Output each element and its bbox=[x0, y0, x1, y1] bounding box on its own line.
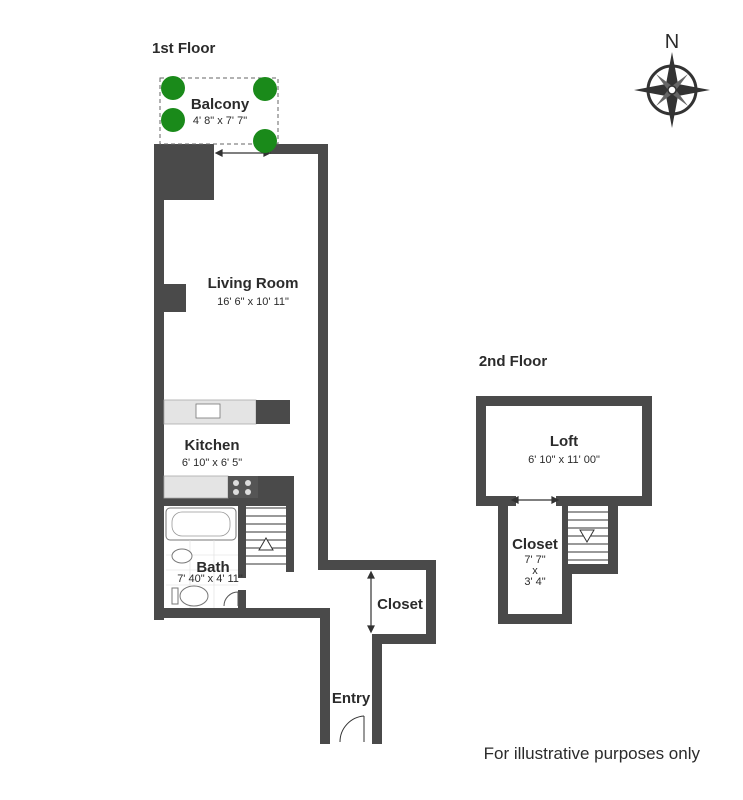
sink-icon bbox=[195, 403, 221, 419]
closet-name: Closet bbox=[377, 596, 423, 613]
bath-fixtures bbox=[165, 507, 239, 608]
bath-dims: 7' 40" x 4' 11" bbox=[177, 573, 243, 585]
toilet-icon bbox=[179, 585, 209, 607]
entry-door bbox=[339, 715, 365, 743]
loft-closet-dims-2: x bbox=[532, 565, 538, 577]
compass-icon bbox=[634, 52, 710, 128]
first-floor-label: 1st Floor bbox=[152, 40, 216, 57]
loft-closet-door-arrow bbox=[510, 496, 560, 504]
marker bbox=[253, 129, 277, 153]
lower-cabinet bbox=[258, 476, 290, 498]
upper-cabinet bbox=[256, 400, 290, 424]
entry-name: Entry bbox=[332, 690, 371, 707]
loft-closet-dims-3: 3' 4" bbox=[524, 576, 545, 588]
first-floor-walls bbox=[154, 144, 436, 744]
balcony-name: Balcony bbox=[191, 96, 250, 113]
loft-name: Loft bbox=[550, 433, 578, 450]
bath-door-swing bbox=[223, 591, 239, 607]
closet-door-arrow bbox=[367, 570, 375, 634]
loft-dims: 6' 10" x 11' 00" bbox=[528, 454, 600, 466]
stairs-first-floor bbox=[246, 507, 286, 565]
loft-closet-dims-1: 7' 7" bbox=[524, 554, 545, 566]
living-room-name: Living Room bbox=[208, 275, 299, 292]
marker bbox=[253, 77, 277, 101]
bath-name: Bath bbox=[196, 559, 229, 576]
second-floor-walls bbox=[476, 396, 652, 624]
balcony-outline bbox=[159, 77, 279, 145]
second-floor-label: 2nd Floor bbox=[479, 353, 547, 370]
balcony-dims: 4' 8" x 7' 7" bbox=[193, 115, 247, 127]
lower-counter bbox=[163, 475, 229, 499]
marker bbox=[161, 108, 185, 132]
stove-icon bbox=[228, 476, 258, 498]
compass-north-label: N bbox=[665, 31, 679, 53]
up-arrow-icon bbox=[258, 537, 274, 551]
balcony-markers bbox=[161, 76, 277, 153]
living-room-dims: 16' 6" x 10' 11" bbox=[217, 296, 289, 308]
loft-closet-name: Closet bbox=[512, 536, 558, 553]
kitchen-name: Kitchen bbox=[184, 437, 239, 454]
kitchen-dims: 6' 10" x 6' 5" bbox=[182, 457, 242, 469]
disclaimer-text: For illustrative purposes only bbox=[484, 744, 701, 763]
stairs-second-floor bbox=[568, 511, 608, 561]
kitchen-fixtures bbox=[163, 399, 290, 499]
sink-icon bbox=[171, 548, 193, 564]
down-arrow-icon bbox=[579, 529, 595, 543]
marker bbox=[161, 76, 185, 100]
